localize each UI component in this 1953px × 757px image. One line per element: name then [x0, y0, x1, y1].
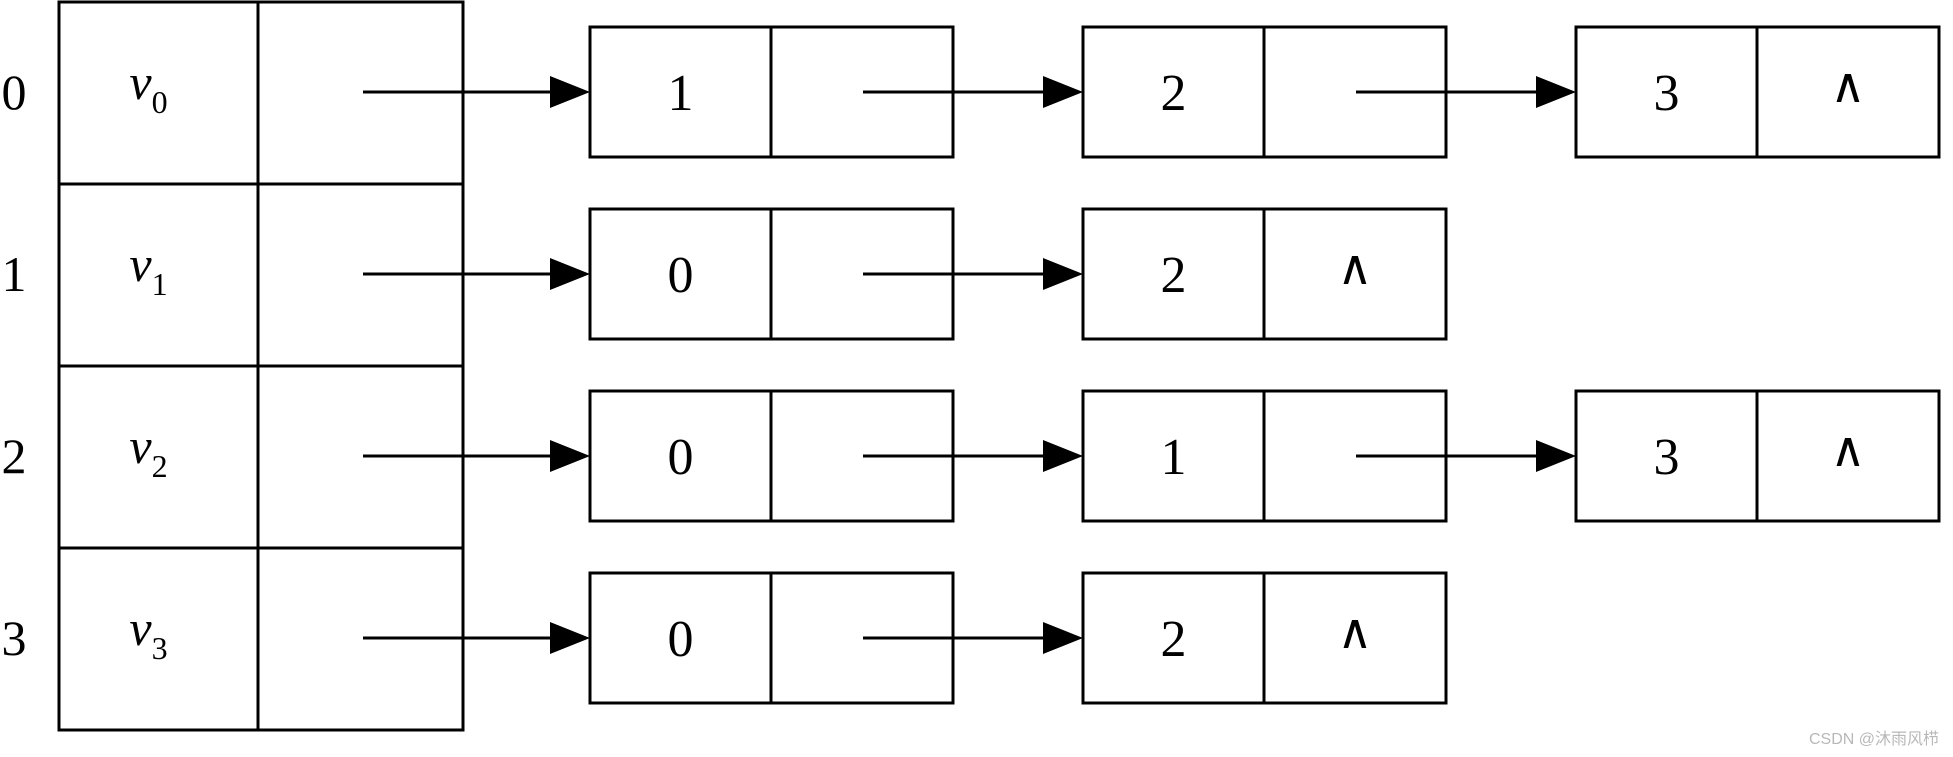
adjvex-value: 1 — [668, 65, 694, 122]
vertex-label: v1 — [129, 236, 167, 302]
adjvex-value: 0 — [668, 611, 694, 668]
next-pointer-cell — [1755, 25, 1941, 159]
vertex-index-label: 2 — [2, 428, 27, 484]
null-pointer-symbol: ∧ — [1830, 424, 1865, 477]
pointer-arrow — [863, 622, 1083, 654]
vertex-index-label: 3 — [2, 610, 27, 666]
adjvex-value: 1 — [1161, 429, 1187, 486]
adjvex-value: 3 — [1654, 429, 1680, 486]
next-pointer-cell — [1755, 389, 1941, 523]
pointer-arrow — [1356, 76, 1576, 108]
pointer-arrow — [863, 76, 1083, 108]
vertex-index-label: 1 — [2, 246, 27, 302]
pointer-arrow — [1356, 440, 1576, 472]
pointer-arrow — [363, 258, 590, 290]
next-pointer-cell — [1262, 207, 1448, 341]
pointer-arrow — [363, 622, 590, 654]
edge-node: 0 — [588, 571, 955, 705]
vertex-table: 0 v0 1 v1 2 v2 3 v3 — [2, 0, 465, 732]
adjvex-value: 3 — [1654, 65, 1680, 122]
edge-node: 3∧ — [1574, 25, 1941, 159]
vertex-index-label: 0 — [2, 64, 27, 120]
watermark: CSDN @沐雨风栉 — [1808, 731, 1939, 748]
next-pointer-cell — [1262, 571, 1448, 705]
edge-node: 2∧ — [1081, 207, 1448, 341]
edge-node: 2∧ — [1081, 571, 1448, 705]
adjvex-value: 0 — [668, 247, 694, 304]
adjvex-value: 2 — [1161, 247, 1187, 304]
null-pointer-symbol: ∧ — [1337, 606, 1372, 659]
vertex-label: v0 — [129, 54, 167, 120]
adjvex-value: 2 — [1161, 65, 1187, 122]
pointer-arrow — [863, 440, 1083, 472]
vertex-label: v3 — [129, 600, 167, 666]
vertex-label: v2 — [129, 418, 167, 484]
null-pointer-symbol: ∧ — [1337, 242, 1372, 295]
adjvex-value: 2 — [1161, 611, 1187, 668]
pointer-arrow — [863, 258, 1083, 290]
adjvex-value: 0 — [668, 429, 694, 486]
null-pointer-symbol: ∧ — [1830, 60, 1865, 113]
pointer-arrow — [363, 76, 590, 108]
pointer-arrow — [363, 440, 590, 472]
edge-node: 3∧ — [1574, 389, 1941, 523]
